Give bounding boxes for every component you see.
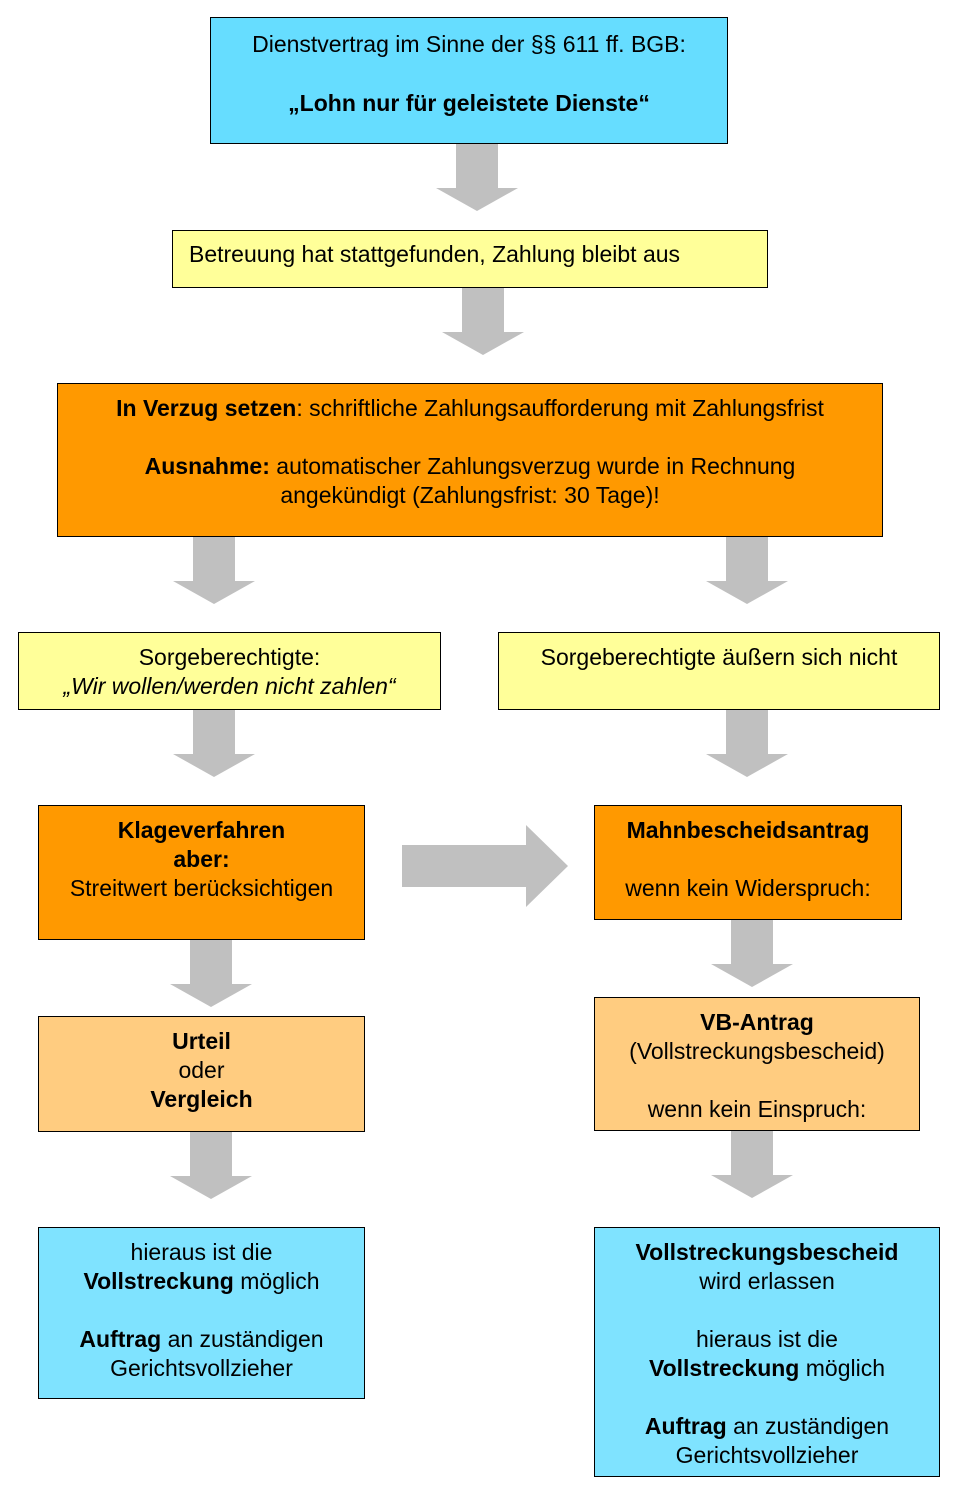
dunning-box: Mahnbescheidsantrag wenn kein Widerspruc… bbox=[594, 805, 902, 920]
dunning-title: Mahnbescheidsantrag bbox=[626, 817, 870, 843]
right-enforcement-line6: Gerichtsvollzieher bbox=[675, 1442, 859, 1468]
left-enforcement-box: hieraus ist die Vollstreckung möglich Au… bbox=[38, 1227, 365, 1399]
arrow-down-left-2 bbox=[173, 710, 255, 777]
arrow-right bbox=[402, 825, 568, 907]
parents-silent-text: Sorgeberechtigte äußern sich nicht bbox=[540, 644, 898, 670]
payment-missing-box: Betreuung hat stattgefunden, Zahlung ble… bbox=[172, 230, 768, 288]
start-box: Dienstvertrag im Sinne der §§ 611 ff. BG… bbox=[210, 17, 728, 144]
parents-refuse-quote: „Wir wollen/werden nicht zahlen“ bbox=[63, 673, 396, 699]
parents-silent-box: Sorgeberechtigte äußern sich nicht bbox=[498, 632, 940, 710]
left-enforcement-line2: Vollstreckung möglich bbox=[83, 1268, 320, 1294]
arrow-down-2 bbox=[442, 288, 524, 355]
vb-box: VB-Antrag (Vollstreckungsbescheid) wenn … bbox=[594, 997, 920, 1131]
judgment-box: Urteil oder Vergleich bbox=[38, 1016, 365, 1132]
dunning-condition: wenn kein Widerspruch: bbox=[625, 875, 871, 901]
left-enforcement-line4: Gerichtsvollzieher bbox=[110, 1355, 293, 1381]
judgment-settlement: Vergleich bbox=[150, 1086, 253, 1112]
start-line1: Dienstvertrag im Sinne der §§ 611 ff. BG… bbox=[252, 31, 686, 57]
parents-refuse-label: Sorgeberechtigte: bbox=[138, 644, 321, 670]
lawsuit-box: Klageverfahren aber: Streitwert berücksi… bbox=[38, 805, 365, 940]
judgment-or: oder bbox=[178, 1057, 225, 1083]
judgment-title: Urteil bbox=[172, 1028, 231, 1054]
lawsuit-but: aber: bbox=[173, 846, 230, 872]
right-enforcement-line3: hieraus ist die bbox=[696, 1326, 838, 1352]
left-enforcement-line1: hieraus ist die bbox=[130, 1239, 273, 1265]
default-line2: Ausnahme: automatischer Zahlungsverzug w… bbox=[144, 453, 796, 479]
vb-subtitle: (Vollstreckungsbescheid) bbox=[629, 1038, 885, 1064]
arrow-down-left-3 bbox=[170, 940, 252, 1007]
right-enforcement-line4: Vollstreckung möglich bbox=[648, 1355, 886, 1381]
arrow-down-right-3 bbox=[711, 920, 793, 987]
default-line3: angekündigt (Zahlungsfrist: 30 Tage)! bbox=[280, 482, 660, 508]
right-enforcement-box: Vollstreckungsbescheid wird erlassen hie… bbox=[594, 1227, 940, 1477]
payment-missing-text: Betreuung hat stattgefunden, Zahlung ble… bbox=[189, 241, 681, 267]
arrow-down-1 bbox=[436, 144, 518, 211]
default-box: In Verzug setzen: schriftliche Zahlungsa… bbox=[57, 383, 883, 537]
left-enforcement-line3: Auftrag an zuständigen bbox=[79, 1326, 324, 1352]
right-enforcement-line5: Auftrag an zuständigen bbox=[644, 1413, 890, 1439]
vb-title: VB-Antrag bbox=[700, 1009, 814, 1035]
parents-refuse-box: Sorgeberechtigte: „Wir wollen/werden nic… bbox=[18, 632, 441, 710]
lawsuit-note: Streitwert berücksichtigen bbox=[69, 875, 334, 901]
arrow-down-right-4 bbox=[711, 1131, 793, 1198]
arrow-down-right-2 bbox=[706, 710, 788, 777]
right-enforcement-line1: Vollstreckungsbescheid bbox=[635, 1239, 899, 1265]
lawsuit-title: Klageverfahren bbox=[117, 817, 286, 843]
arrow-down-left-1 bbox=[173, 537, 255, 604]
arrow-down-right-1 bbox=[706, 537, 788, 604]
right-enforcement-line2: wird erlassen bbox=[699, 1268, 835, 1294]
start-line2: „Lohn nur für geleistete Dienste“ bbox=[288, 90, 650, 116]
vb-condition: wenn kein Einspruch: bbox=[647, 1096, 867, 1122]
default-line1: In Verzug setzen: schriftliche Zahlungsa… bbox=[116, 395, 824, 421]
arrow-down-left-4 bbox=[170, 1132, 252, 1199]
